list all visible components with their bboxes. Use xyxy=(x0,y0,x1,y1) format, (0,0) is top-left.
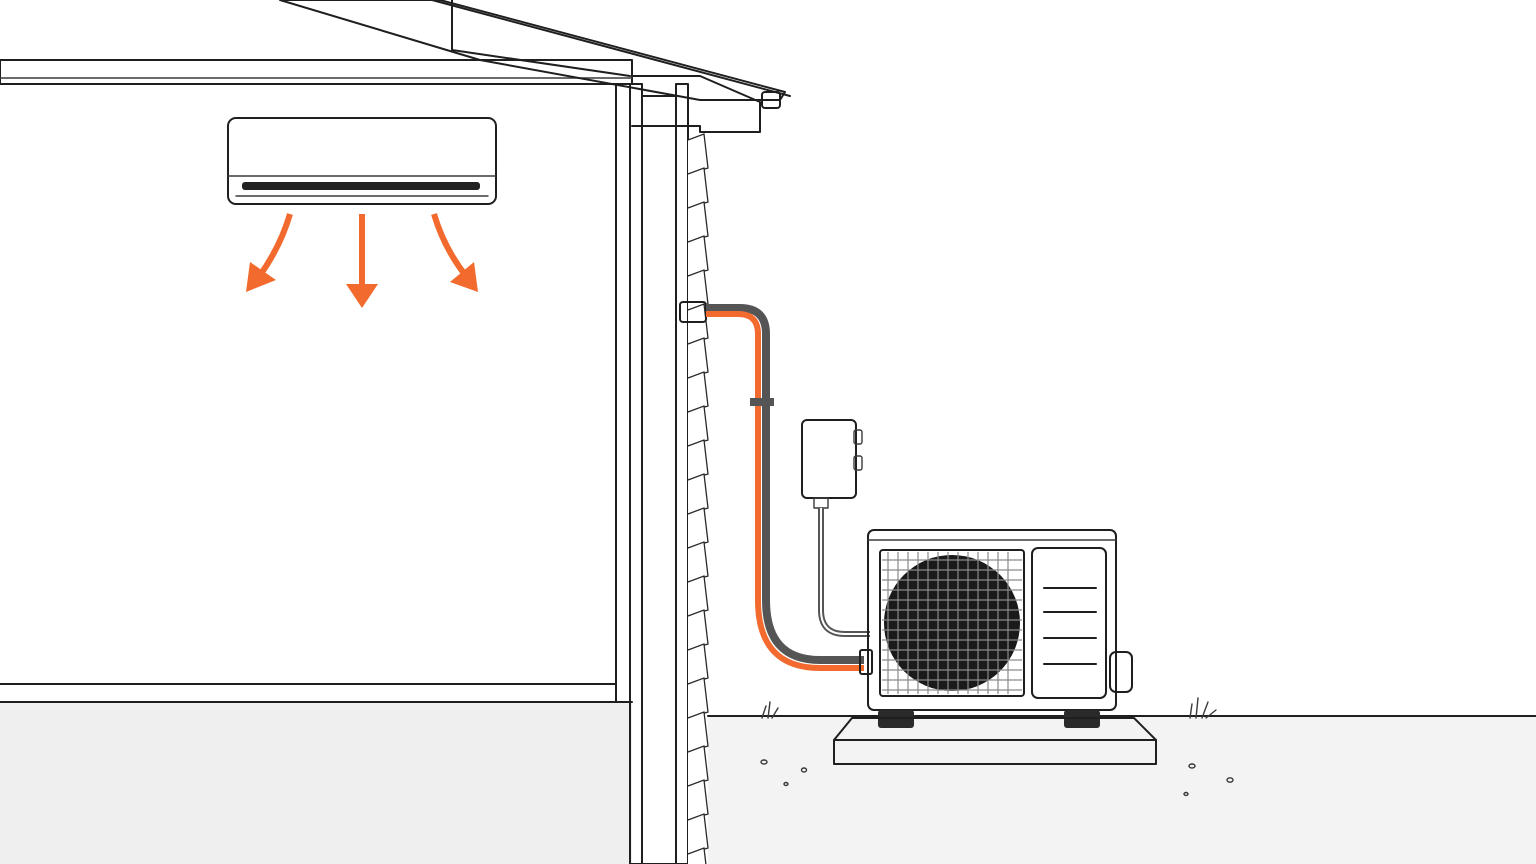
disconnect-box-latch xyxy=(853,429,863,445)
indoor-unit xyxy=(227,117,497,205)
electrical-whip-inner xyxy=(820,508,870,635)
disconnect-box-latch-lower xyxy=(853,455,863,471)
outdoor-unit xyxy=(867,529,1133,728)
grass-tuft-left xyxy=(761,701,779,719)
siding-board xyxy=(687,473,709,515)
siding-board xyxy=(687,575,709,617)
exterior-ground xyxy=(708,716,1536,864)
wall-siding xyxy=(687,133,709,864)
disconnect-box xyxy=(801,419,870,637)
wall-insulation xyxy=(641,95,677,864)
siding-board xyxy=(687,371,709,413)
airflow-arrows xyxy=(246,213,478,308)
siding-board xyxy=(687,711,709,753)
indoor-unit-body xyxy=(227,117,497,205)
refrigerant-line-dark xyxy=(706,304,864,664)
siding-board xyxy=(687,337,709,379)
roof-rafter-top xyxy=(431,0,791,97)
siding-board xyxy=(687,677,709,719)
siding-board xyxy=(687,167,709,209)
grass-tuft-right xyxy=(1189,697,1217,719)
fan-grille-frame xyxy=(879,549,1025,697)
refrigerant-line-orange xyxy=(706,311,864,671)
wall-section xyxy=(629,83,709,864)
siding-board xyxy=(687,813,709,855)
roof-rafter-line xyxy=(451,0,631,77)
wall-sheathing xyxy=(675,83,689,864)
siding-board xyxy=(687,745,709,787)
ceiling-beam xyxy=(0,59,633,85)
airflow-arrow-right xyxy=(431,213,469,278)
outdoor-unit-end-cap xyxy=(1109,651,1133,693)
airflow-arrow-right-head xyxy=(450,262,478,292)
siding-board xyxy=(687,439,709,481)
fan-grille-bars xyxy=(882,552,1022,694)
siding-board xyxy=(687,405,709,447)
siding-board xyxy=(687,643,709,685)
siding-board xyxy=(687,779,709,821)
soffit xyxy=(631,75,761,133)
line-set xyxy=(679,301,873,675)
outdoor-unit-body xyxy=(867,529,1117,711)
siding-board xyxy=(687,847,707,864)
siding-board xyxy=(687,235,709,277)
pad-front xyxy=(833,739,1157,765)
service-valve xyxy=(859,649,873,675)
electrical-whip xyxy=(818,508,870,637)
siding-board xyxy=(687,201,709,243)
line-strap xyxy=(750,398,774,406)
disconnect-box-fitting xyxy=(813,497,829,509)
side-panel xyxy=(1031,547,1107,699)
roof-section xyxy=(0,0,791,685)
siding-board xyxy=(687,541,709,583)
pebbles xyxy=(760,759,1234,797)
siding-board xyxy=(687,507,709,549)
gutter xyxy=(761,91,781,109)
interior-floor xyxy=(0,702,632,864)
disconnect-box-body xyxy=(801,419,857,499)
concrete-pad xyxy=(833,717,1157,765)
airflow-arrow-center-head xyxy=(346,284,378,308)
ground xyxy=(0,701,1536,864)
airflow-arrow-left-head xyxy=(246,262,276,292)
indoor-unit-vent xyxy=(242,182,480,190)
siding-board xyxy=(687,609,709,651)
siding-board xyxy=(687,133,709,175)
airflow-arrow-left xyxy=(255,213,293,280)
